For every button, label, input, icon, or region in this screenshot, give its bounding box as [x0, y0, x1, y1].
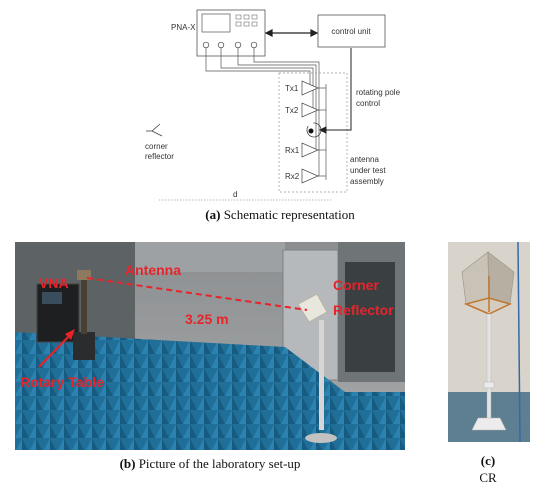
caption-a: (a) Schematic representation [170, 207, 390, 223]
caption-c-text: CR [479, 470, 497, 485]
caption-c-tag: (c) [480, 453, 496, 468]
ceiling [135, 242, 285, 272]
vna-screen [42, 292, 62, 304]
door-opening [345, 262, 395, 372]
rotary-arrow [38, 333, 72, 368]
reflector-stand-base [305, 433, 337, 443]
rotating-pole-axis [308, 128, 314, 134]
rotary-table [73, 332, 95, 360]
corner-reflector-label-1: corner [145, 142, 168, 151]
caption-c: (c) CR [458, 452, 518, 486]
cr-panel-bottom [463, 297, 513, 315]
absorber-floor [15, 332, 405, 450]
label-reflector: Reflector [333, 302, 394, 318]
control-unit-box [317, 14, 386, 48]
label-corner: Corner [333, 277, 379, 293]
rotary-arrow-head [65, 329, 75, 340]
pna-x-buttons [235, 14, 258, 27]
aut-label-1: antenna [350, 155, 379, 164]
port-rx1-label: Rx1 [285, 146, 300, 155]
antenna-tx1 [301, 80, 319, 96]
caption-b-text: Picture of the laboratory set-up [135, 456, 301, 471]
label-antenna: Antenna [125, 262, 181, 278]
label-rotary-table: Rotary Table [20, 374, 104, 390]
caption-a-text: Schematic representation [220, 207, 355, 222]
antenna-mast [81, 274, 87, 334]
rotating-pole-control-line [318, 48, 352, 134]
pna-x-ports [202, 41, 258, 49]
antenna-rx1 [301, 142, 319, 158]
caption-b: (b) Picture of the laboratory set-up [80, 456, 340, 472]
port-tx1-label: Tx1 [285, 84, 299, 93]
rotating-pole-label-2: control [356, 99, 380, 108]
schematic-diagram: PNA-X control unit Tx1 Tx2 [145, 9, 401, 201]
antenna-tx2 [301, 102, 319, 118]
reflector-stand [319, 320, 324, 430]
control-unit-label: control unit [331, 27, 371, 36]
port-tx2-label: Tx2 [285, 106, 299, 115]
aut-label-3: assembly [350, 177, 384, 186]
cr-base [471, 417, 507, 431]
aut-label-2: under test [350, 166, 386, 175]
cr-pole-clamp [483, 381, 495, 389]
cr-cable [517, 242, 521, 442]
antenna-rx2 [301, 168, 319, 184]
distance-label: d [233, 190, 237, 199]
corner-reflector-label-2: reflector [145, 152, 174, 161]
cr-pole [486, 313, 492, 420]
corner-reflector-icon [146, 123, 163, 137]
label-distance: 3.25 m [185, 311, 229, 327]
aut-assembly-box [278, 72, 348, 193]
control-link-arrow [264, 29, 319, 37]
corner-reflector-plate [297, 293, 328, 323]
label-vna: VNA [39, 275, 69, 291]
antenna-head [77, 270, 91, 280]
corner-reflector-photo [448, 242, 530, 442]
distance-dashed-line [86, 277, 308, 311]
rotating-pole-label-1: rotating pole [356, 88, 401, 97]
caption-a-tag: (a) [205, 207, 221, 222]
port-rx2-label: Rx2 [285, 172, 300, 181]
lab-setup-photo: VNA Antenna 3.25 m Corner Reflector Rota… [15, 242, 405, 450]
pna-x-label: PNA-X [171, 23, 196, 32]
pna-x-screen [201, 13, 231, 33]
caption-b-tag: (b) [119, 456, 136, 471]
